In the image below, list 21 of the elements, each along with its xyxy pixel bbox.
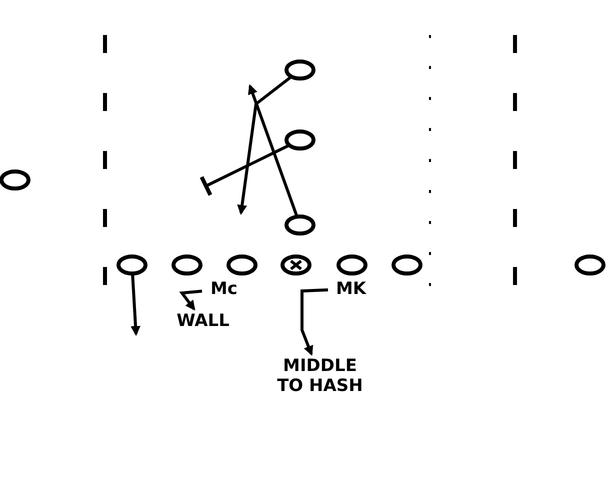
play-note: MK bbox=[330, 279, 372, 299]
play-note: Mc bbox=[204, 279, 244, 299]
player-marker bbox=[391, 254, 423, 276]
player-marker bbox=[171, 254, 203, 276]
player-marker bbox=[574, 254, 606, 276]
block-line bbox=[200, 144, 289, 196]
player-marker bbox=[0, 169, 31, 191]
pointer-arrow bbox=[179, 290, 202, 311]
player-marker bbox=[284, 214, 316, 236]
player-marker bbox=[284, 59, 316, 81]
play-note: MIDDLE TO HASH bbox=[272, 356, 368, 396]
play-note: WALL bbox=[172, 311, 234, 331]
center-marker bbox=[280, 254, 312, 276]
route-arrow bbox=[248, 84, 298, 216]
player-marker bbox=[116, 254, 148, 276]
route-arrow bbox=[237, 76, 292, 215]
player-marker bbox=[336, 254, 368, 276]
pointer-arrow bbox=[300, 288, 328, 356]
player-marker bbox=[284, 129, 316, 151]
route-arrow bbox=[130, 274, 141, 336]
player-marker bbox=[226, 254, 258, 276]
